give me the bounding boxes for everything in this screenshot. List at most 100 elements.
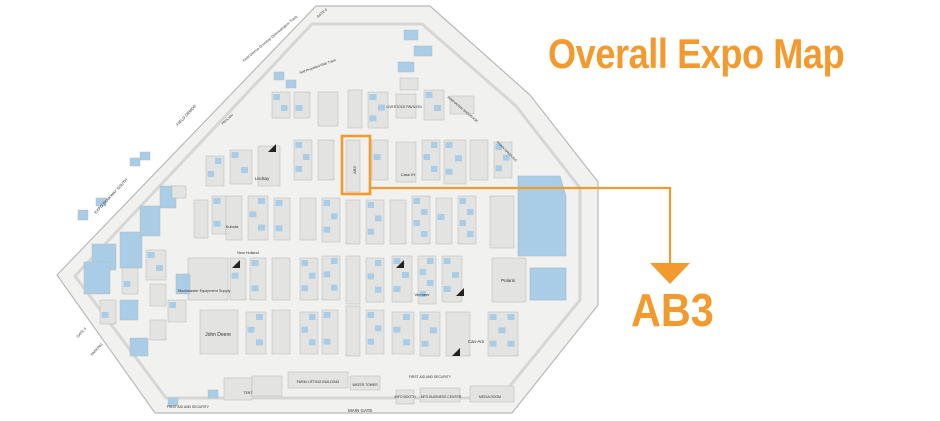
exhibitor-case-ih[interactable]: Case IH: [401, 172, 416, 177]
sub-booth[interactable]: [467, 209, 474, 215]
sub-booth[interactable]: [503, 154, 510, 161]
booth-block[interactable]: [489, 195, 515, 249]
exhibitor-polaris[interactable]: Polaris: [501, 278, 516, 283]
sub-booth[interactable]: [455, 155, 462, 162]
sub-booth[interactable]: [393, 258, 401, 264]
booth-block[interactable]: [345, 199, 361, 245]
sub-booth[interactable]: [249, 211, 257, 218]
booth-block[interactable]: [119, 231, 143, 269]
sub-booth[interactable]: [101, 312, 109, 318]
booth-block[interactable]: [469, 385, 515, 403]
booth-block[interactable]: [435, 197, 453, 245]
polaris-lot[interactable]: [517, 175, 567, 257]
sub-booth[interactable]: [309, 339, 316, 346]
sub-booth[interactable]: [213, 198, 221, 204]
sub-booth[interactable]: [367, 338, 375, 345]
sub-booth[interactable]: [369, 115, 377, 122]
booth-block[interactable]: [285, 79, 297, 89]
sub-booth[interactable]: [419, 269, 427, 275]
sub-booth[interactable]: [301, 285, 309, 292]
booth-block[interactable]: [399, 77, 419, 91]
sub-booth[interactable]: [375, 215, 382, 222]
sub-booth[interactable]: [367, 202, 375, 208]
booth-block[interactable]: [403, 29, 419, 41]
sub-booth[interactable]: [421, 340, 429, 347]
exhibitor-can-am[interactable]: Can-Am: [468, 339, 484, 344]
booth-block[interactable]: [119, 299, 139, 321]
sub-booth[interactable]: [309, 314, 316, 320]
sub-booth[interactable]: [403, 314, 410, 320]
sub-booth[interactable]: [301, 260, 309, 266]
sub-booth[interactable]: [507, 314, 515, 320]
booth-block[interactable]: [167, 397, 179, 407]
booth-block[interactable]: [347, 89, 363, 129]
booth-block[interactable]: [287, 371, 349, 389]
sub-booth[interactable]: [367, 228, 375, 235]
booth-block[interactable]: [395, 141, 417, 183]
sub-booth[interactable]: [295, 105, 303, 111]
sub-booth[interactable]: [231, 152, 239, 158]
booth-block[interactable]: [257, 145, 281, 187]
sub-booth[interactable]: [427, 258, 434, 264]
booth-block[interactable]: [395, 93, 417, 119]
sub-booth[interactable]: [251, 260, 259, 266]
sub-booth[interactable]: [156, 265, 163, 271]
exhibitor-new-holland[interactable]: New Holland: [237, 251, 259, 255]
booth-block[interactable]: [129, 337, 149, 357]
exhibitor-vermeer[interactable]: Vermeer: [414, 292, 430, 297]
sub-booth[interactable]: [431, 142, 438, 148]
sub-booth[interactable]: [425, 92, 433, 98]
sub-booth[interactable]: [495, 165, 503, 172]
booth-block[interactable]: [207, 389, 219, 399]
booth-block[interactable]: [419, 387, 461, 403]
sub-booth[interactable]: [375, 260, 382, 266]
booth-block[interactable]: [397, 61, 415, 73]
sub-booth[interactable]: [258, 198, 265, 204]
sub-booth[interactable]: [295, 142, 303, 148]
booth-block[interactable]: [187, 257, 229, 301]
booth-block[interactable]: [469, 139, 489, 181]
sub-booth[interactable]: [375, 286, 382, 293]
booth-block[interactable]: [223, 377, 253, 401]
sub-booth[interactable]: [421, 314, 429, 320]
booth-block[interactable]: [491, 257, 527, 303]
booth-block[interactable]: [225, 195, 243, 241]
booth-block[interactable]: [317, 91, 339, 127]
booth-block[interactable]: [229, 257, 247, 301]
sub-booth[interactable]: [393, 286, 401, 292]
booth-block[interactable]: [83, 261, 111, 295]
sub-booth[interactable]: [421, 209, 428, 215]
sub-booth[interactable]: [443, 286, 451, 292]
sub-booth[interactable]: [373, 154, 381, 160]
sub-booth[interactable]: [495, 144, 503, 150]
booth-block[interactable]: [273, 71, 285, 81]
sub-booth[interactable]: [413, 198, 421, 204]
sub-booth[interactable]: [459, 198, 467, 204]
sub-booth[interactable]: [369, 94, 377, 100]
exhibitor-john-deere[interactable]: John Deere: [205, 332, 231, 338]
sub-booth[interactable]: [393, 326, 401, 333]
sub-booth[interactable]: [331, 258, 338, 264]
booth-block[interactable]: [129, 157, 141, 167]
booth-block[interactable]: [171, 185, 187, 199]
sub-booth[interactable]: [323, 338, 331, 345]
booth-block[interactable]: [413, 45, 433, 57]
sub-booth[interactable]: [207, 171, 215, 177]
sub-booth[interactable]: [169, 302, 177, 308]
exhibitor-stockmaster[interactable]: Stockmaster Equipment Supply: [178, 289, 231, 293]
sub-booth[interactable]: [489, 314, 497, 320]
booth-block[interactable]: [389, 199, 407, 245]
sub-booth[interactable]: [231, 272, 239, 279]
sub-booth[interactable]: [241, 167, 248, 173]
sub-booth[interactable]: [323, 312, 331, 318]
sub-booth[interactable]: [437, 214, 445, 220]
sub-booth[interactable]: [489, 340, 497, 347]
sub-booth[interactable]: [378, 104, 385, 111]
sub-booth[interactable]: [443, 258, 451, 264]
sub-booth[interactable]: [375, 325, 382, 332]
sub-booth[interactable]: [256, 339, 263, 346]
sub-booth[interactable]: [445, 142, 453, 148]
exhibitor-kubota[interactable]: Kubota: [226, 224, 239, 229]
sub-booth[interactable]: [452, 272, 459, 278]
booth-block[interactable]: [299, 197, 317, 241]
